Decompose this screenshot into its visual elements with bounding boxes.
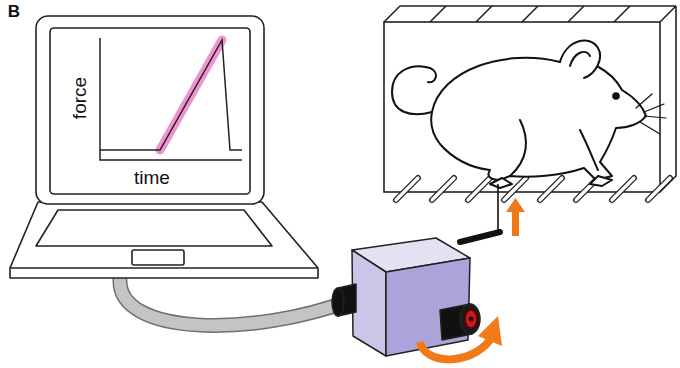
grid-bars-part-part xyxy=(612,178,634,200)
grid-bars-part-part xyxy=(396,178,418,200)
force-transducer-part xyxy=(352,250,386,356)
axis-label: force xyxy=(70,77,91,119)
enclosure-part xyxy=(400,6,676,192)
laptop-part xyxy=(36,16,264,204)
force-transducer-part xyxy=(469,317,474,322)
enclosure-part xyxy=(384,6,676,22)
mouse-part xyxy=(636,94,666,134)
usb-cable-part xyxy=(120,280,352,325)
grid-bars-part xyxy=(468,178,490,200)
laptop xyxy=(10,16,318,278)
force-chart-part xyxy=(100,38,242,160)
grid-bars-part xyxy=(612,178,634,200)
grid-bars-part-part xyxy=(432,178,454,200)
usb-cable-part xyxy=(120,280,352,325)
force-transducer xyxy=(332,238,480,356)
force-chart xyxy=(100,38,242,160)
motion-arrow-part xyxy=(512,210,519,236)
laptop-part xyxy=(36,210,272,246)
motion-arrow-part xyxy=(506,198,525,212)
laptop-part xyxy=(10,202,318,278)
mouse-part xyxy=(490,178,512,188)
grid-bars xyxy=(396,178,670,200)
grid-bars-part xyxy=(396,178,418,200)
laptop-part xyxy=(132,250,184,265)
axis-label: time xyxy=(134,168,170,189)
mouse-part xyxy=(392,66,436,114)
grid-bars-part-part xyxy=(432,178,454,200)
force-transducer-part xyxy=(460,304,480,334)
force-chart-part xyxy=(100,40,242,150)
force-transducer-part xyxy=(465,310,477,328)
mouse-part xyxy=(590,176,612,186)
motion-arrow xyxy=(506,198,525,236)
lever-arm xyxy=(460,184,500,242)
rotation-arrow xyxy=(420,316,502,359)
mouse-part xyxy=(613,93,619,99)
grid-bars-part-part xyxy=(468,178,490,200)
grid-bars-part xyxy=(648,178,670,200)
lever-arm-part xyxy=(460,232,500,242)
rotation-arrow-part xyxy=(420,340,490,359)
enclosure xyxy=(384,6,676,192)
grid-bars-part xyxy=(432,178,454,200)
mouse-part xyxy=(580,130,598,170)
laptop-part xyxy=(50,28,250,194)
grid-bars-part-part xyxy=(648,178,670,200)
rotation-arrow-part xyxy=(478,316,502,346)
laptop-part xyxy=(10,267,318,269)
enclosure-part xyxy=(384,22,660,192)
grid-bars-part-part xyxy=(612,178,634,200)
mouse-part xyxy=(431,58,646,180)
grid-bars-part-part xyxy=(396,178,418,200)
mouse-part xyxy=(570,52,590,66)
grid-bars-part-part xyxy=(540,178,562,200)
force-transducer-part xyxy=(332,288,344,316)
grid-bars-part xyxy=(540,178,562,200)
mouse xyxy=(392,40,666,188)
lever-arm-part xyxy=(497,184,499,232)
grid-bars-part-part xyxy=(468,178,490,200)
mouse-part xyxy=(560,40,600,78)
panel-letter: B xyxy=(8,3,20,22)
grid-bars-part-part xyxy=(540,178,562,200)
mouse-part xyxy=(510,120,526,176)
usb-cable xyxy=(120,280,352,325)
grid-bars-part-part xyxy=(648,178,670,200)
